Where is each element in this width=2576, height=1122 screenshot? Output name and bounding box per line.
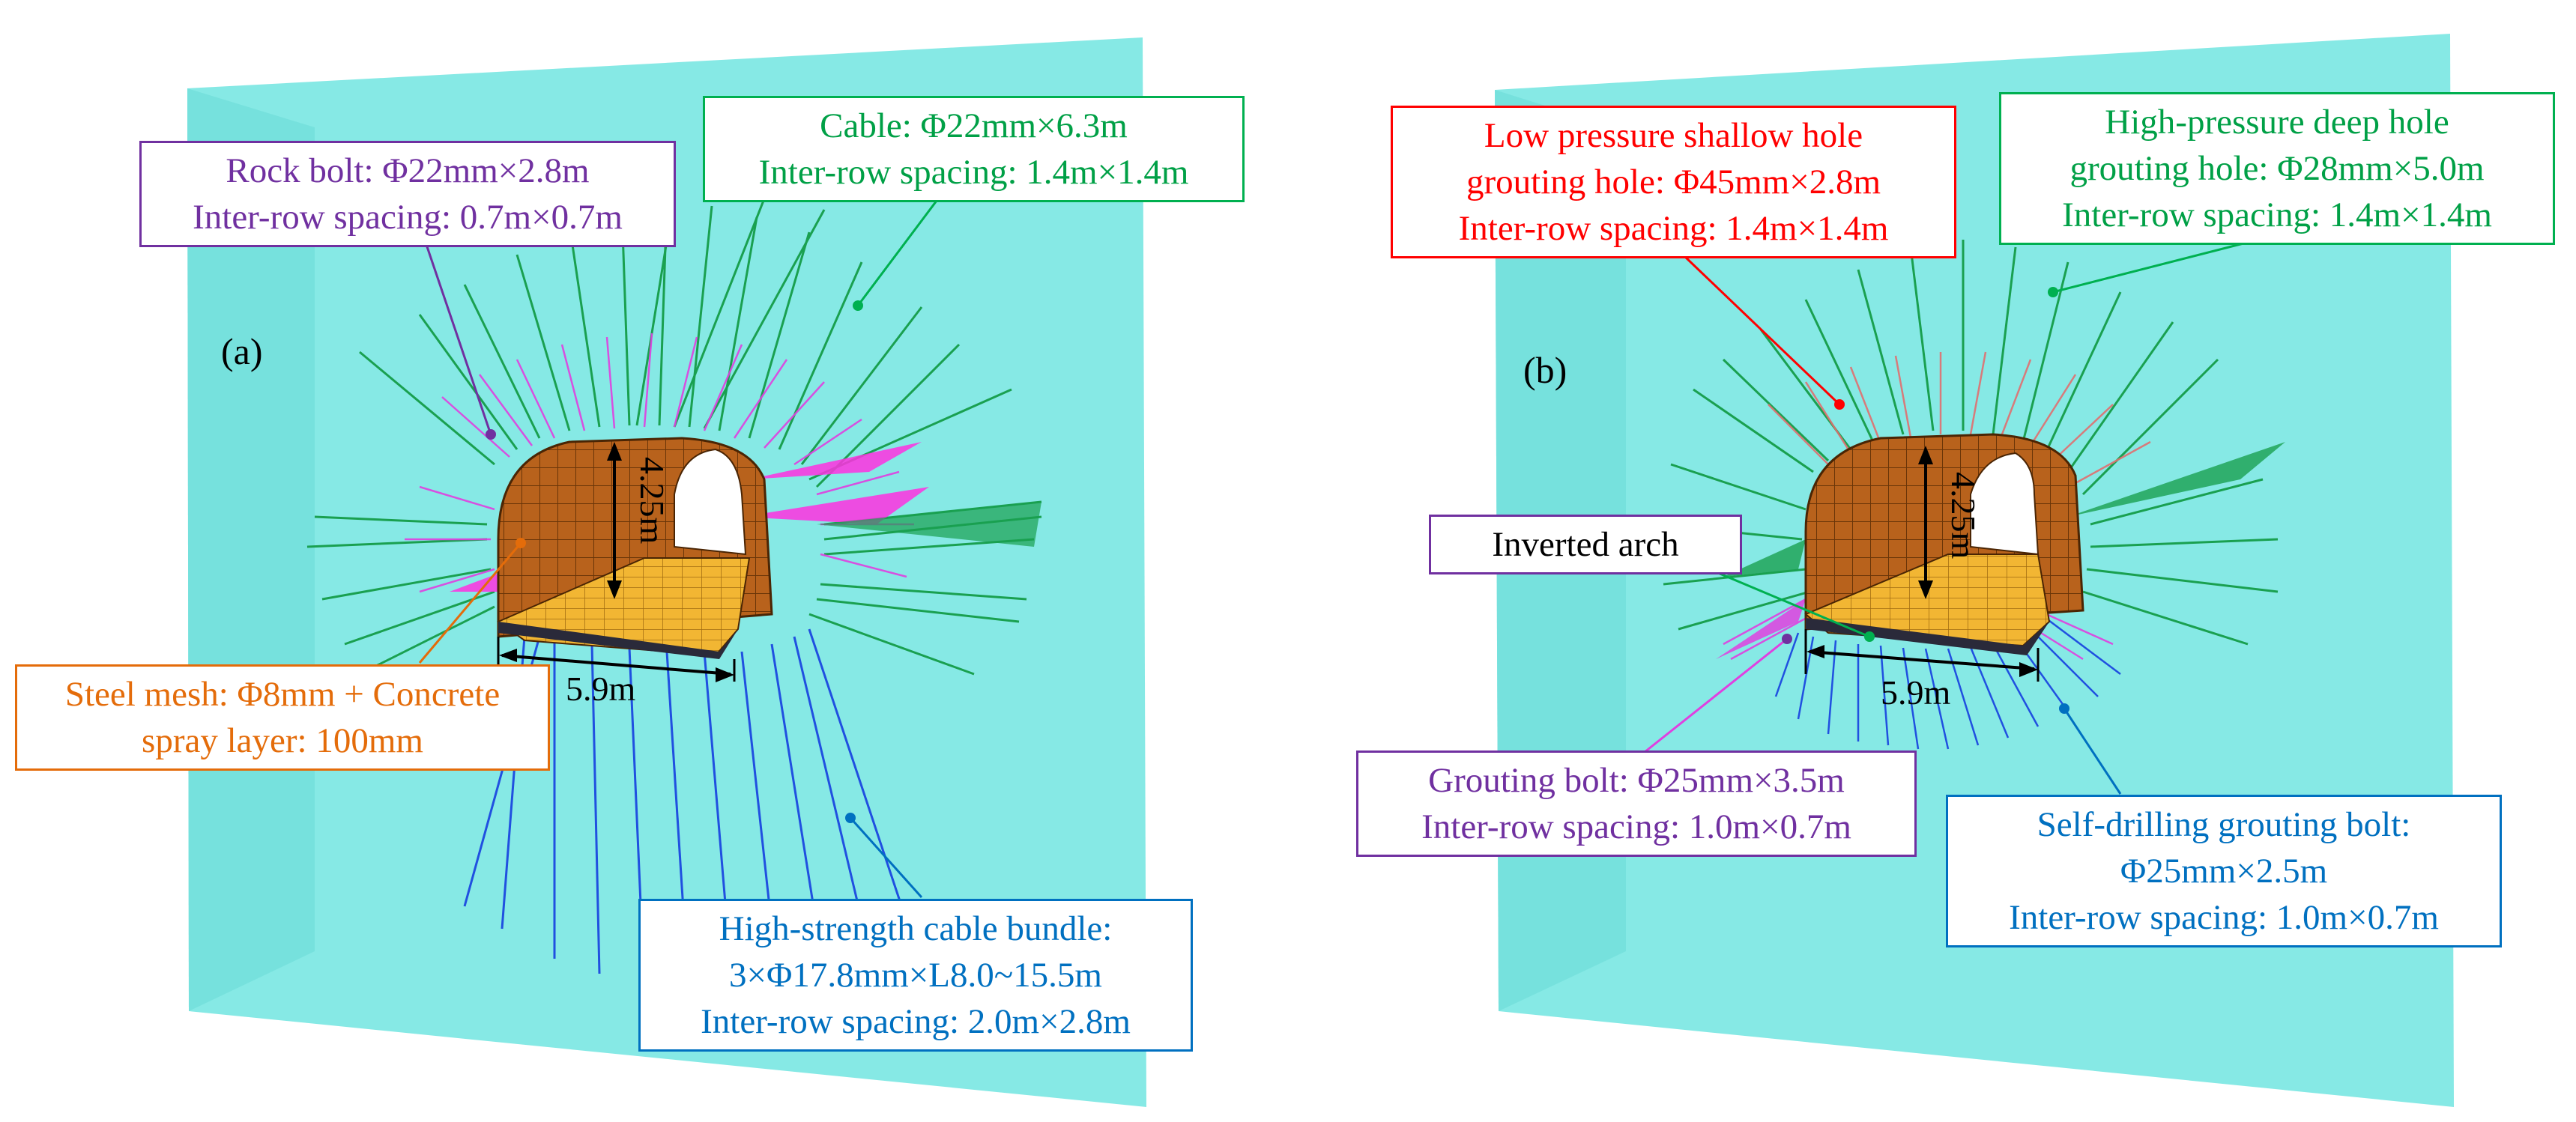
width-dim-arrow-left-a [499, 649, 517, 662]
leader-dot-cable-bundle [845, 813, 856, 823]
callout-self-drilling-line-3: Inter-row spacing: 1.0m×0.7m [2009, 898, 2439, 937]
callout-cable-bundle-line-1: High-strength cable bundle: [719, 909, 1113, 948]
cable-plane [817, 502, 1041, 547]
tunnel-invert-a [498, 622, 738, 659]
leader-steel-mesh [418, 542, 522, 664]
leader-rock-bolt [418, 224, 492, 435]
callout-grouting-bolt: Grouting bolt: Φ25mm×3.5m Inter-row spac… [1356, 750, 1917, 857]
panel-b-label: (b) [1523, 349, 1567, 391]
rock-mass-side-a [187, 88, 315, 1011]
leader-dot-cable [853, 300, 863, 311]
callout-steel-mesh-line-1: Steel mesh: Φ8mm + Concrete [64, 675, 501, 714]
grouting-bolt-plane [1716, 599, 1806, 659]
height-dim-label-b: 4.25m [1944, 472, 1983, 560]
leader-dot-self-drilling [2059, 703, 2069, 714]
height-dim-arrow-bot-a [607, 580, 622, 599]
callout-deep-hole: High-pressure deep hole grouting hole: Φ… [1999, 92, 2555, 245]
width-dim-line-a [501, 654, 731, 676]
leader-dot-rock-bolt [486, 429, 496, 440]
callout-cable-bundle-line-2: 3×Φ17.8mm×L8.0~15.5m [729, 956, 1102, 995]
height-dim-arrow-top-a [607, 442, 622, 461]
callout-rock-bolt-line-2: Inter-row spacing: 0.7m×0.7m [193, 198, 623, 237]
callout-deep-hole-line-3: Inter-row spacing: 1.4m×1.4m [2062, 195, 2492, 234]
callout-shallow-hole: Low pressure shallow hole grouting hole:… [1391, 106, 1956, 258]
height-dim-arrow-top-b [1918, 446, 1933, 464]
tunnel-invert-b [1806, 618, 2049, 655]
callout-shallow-hole-line-1: Low pressure shallow hole [1484, 116, 1863, 155]
width-dim-arrow-right-b [2019, 662, 2038, 677]
shallow-hole-lines [1768, 351, 2151, 485]
callout-steel-mesh: Steel mesh: Φ8mm + Concrete spray layer:… [15, 664, 550, 771]
callout-deep-hole-line-1: High-pressure deep hole [2105, 103, 2449, 142]
leader-dot-grouting-bolt [1782, 634, 1792, 644]
tunnel-opening-a [674, 448, 747, 556]
callout-shallow-hole-line-3: Inter-row spacing: 1.4m×1.4m [1458, 209, 1889, 248]
width-dim-label-a: 5.9m [566, 670, 636, 708]
leader-grouting-bolt [1640, 637, 1788, 756]
callout-inverted-arch-line-1: Inverted arch [1492, 525, 1679, 564]
rock-bolt-plane-1 [749, 442, 922, 479]
callout-steel-mesh-line-2: spray layer: 100mm [142, 721, 423, 760]
callout-self-drilling: Self-drilling grouting bolt: Φ25mm×2.5m … [1946, 795, 2502, 947]
callout-rock-bolt-line-1: Rock bolt: Φ22mm×2.8m [226, 151, 590, 190]
callout-self-drilling-line-2: Φ25mm×2.5m [2120, 852, 2328, 891]
callout-cable-line-1: Cable: Φ22mm×6.3m [820, 106, 1128, 145]
callout-shallow-hole-line-2: grouting hole: Φ45mm×2.8m [1466, 163, 1881, 201]
leader-self-drilling [2063, 708, 2122, 795]
leader-dot-shallow-hole [1834, 399, 1845, 410]
tunnel-opening-b [1970, 452, 2040, 556]
callout-inverted-arch: Inverted arch [1429, 515, 1742, 574]
callout-cable: Cable: Φ22mm×6.3m Inter-row spacing: 1.4… [703, 96, 1245, 202]
callout-grouting-bolt-line-1: Grouting bolt: Φ25mm×3.5m [1428, 761, 1845, 800]
panel-a-label: (a) [221, 330, 263, 372]
callout-grouting-bolt-line-2: Inter-row spacing: 1.0m×0.7m [1421, 807, 1851, 846]
leader-dot-steel-mesh [515, 538, 526, 548]
callout-cable-bundle: High-strength cable bundle: 3×Φ17.8mm×L8… [638, 899, 1193, 1052]
width-dim-arrow-right-a [716, 667, 734, 682]
rock-bolt-lines [405, 333, 914, 593]
panel-a-model: 4.25m 5.9m [187, 37, 1146, 1107]
width-dim-arrow-left-b [1806, 645, 1824, 658]
callout-deep-hole-line-2: grouting hole: Φ28mm×5.0m [2069, 149, 2485, 188]
height-dim-arrow-bot-b [1918, 580, 1933, 599]
callout-rock-bolt: Rock bolt: Φ22mm×2.8m Inter-row spacing:… [139, 141, 676, 247]
callout-cable-line-2: Inter-row spacing: 1.4m×1.4m [758, 153, 1189, 192]
height-dim-label-a: 4.25m [633, 457, 671, 545]
deep-hole-plane-left [1723, 539, 1806, 577]
rock-bolt-plane-2 [742, 487, 929, 524]
deep-hole-plane [2068, 442, 2285, 517]
self-drilling-bolt-lines [1774, 617, 2121, 750]
callout-self-drilling-line-1: Self-drilling grouting bolt: [2037, 805, 2411, 844]
callout-cable-bundle-line-3: Inter-row spacing: 2.0m×2.8m [701, 1002, 1131, 1041]
leader-cable-bundle [849, 816, 923, 899]
width-dim-line-b [1809, 650, 2035, 670]
leader-dot-inverted-arch [1864, 631, 1875, 642]
leader-shallow-hole [1683, 255, 1841, 406]
leader-dot-deep-hole [2048, 287, 2058, 297]
width-dim-label-b: 5.9m [1881, 673, 1951, 712]
